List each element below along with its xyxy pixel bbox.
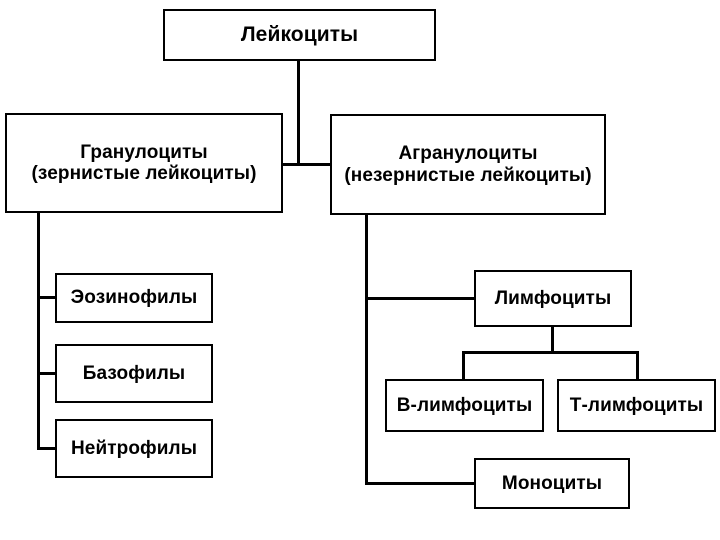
node-basophils-label: Базофилы [82,362,186,384]
node-granulocytes-label-primary: Гранулоциты [80,141,208,163]
connector-granulocytes-spine [37,211,40,450]
node-basophils: Базофилы [55,344,213,403]
node-neutrophils-label: Нейтрофилы [70,437,198,459]
connector-level2-bar [281,163,332,166]
node-lymphocytes-label: Лимфоциты [494,287,612,309]
node-agranulocytes: Агранулоциты (незернистые лейкоциты) [330,114,606,215]
node-b-lymphocytes: В-лимфоциты [385,379,544,432]
connector-to-b-lymphocytes [462,351,465,381]
node-granulocytes: Гранулоциты (зернистые лейкоциты) [5,113,283,213]
node-b-lymphocytes-label: В-лимфоциты [396,394,533,416]
node-leukocytes-label: Лейкоциты [240,23,359,47]
connector-to-neutrophils [37,447,56,450]
connector-lymphocytes-bar [462,351,639,354]
node-monocytes-label: Моноциты [501,472,603,494]
connector-to-eosinophils [37,296,56,299]
connector-to-monocytes [365,482,476,485]
node-eosinophils: Эозинофилы [55,273,213,323]
node-lymphocytes: Лимфоциты [474,270,632,327]
node-agranulocytes-label-primary: Агранулоциты [398,143,538,165]
node-neutrophils: Нейтрофилы [55,419,213,478]
connector-leukocytes-to-level2 [297,60,300,166]
connector-to-lymphocytes [365,297,476,300]
node-monocytes: Моноциты [474,458,630,509]
node-t-lymphocytes-label: Т-лимфоциты [569,394,704,416]
connector-to-basophils [37,372,56,375]
node-agranulocytes-label-secondary: (незернистые лейкоциты) [344,164,592,186]
connector-agranulocytes-spine [365,213,368,485]
node-granulocytes-label-secondary: (зернистые лейкоциты) [31,163,257,184]
node-t-lymphocytes: Т-лимфоциты [557,379,716,432]
node-leukocytes: Лейкоциты [163,9,436,61]
node-eosinophils-label: Эозинофилы [70,287,198,309]
connector-to-t-lymphocytes [636,351,639,381]
connector-lymphocytes-stem [551,327,554,353]
